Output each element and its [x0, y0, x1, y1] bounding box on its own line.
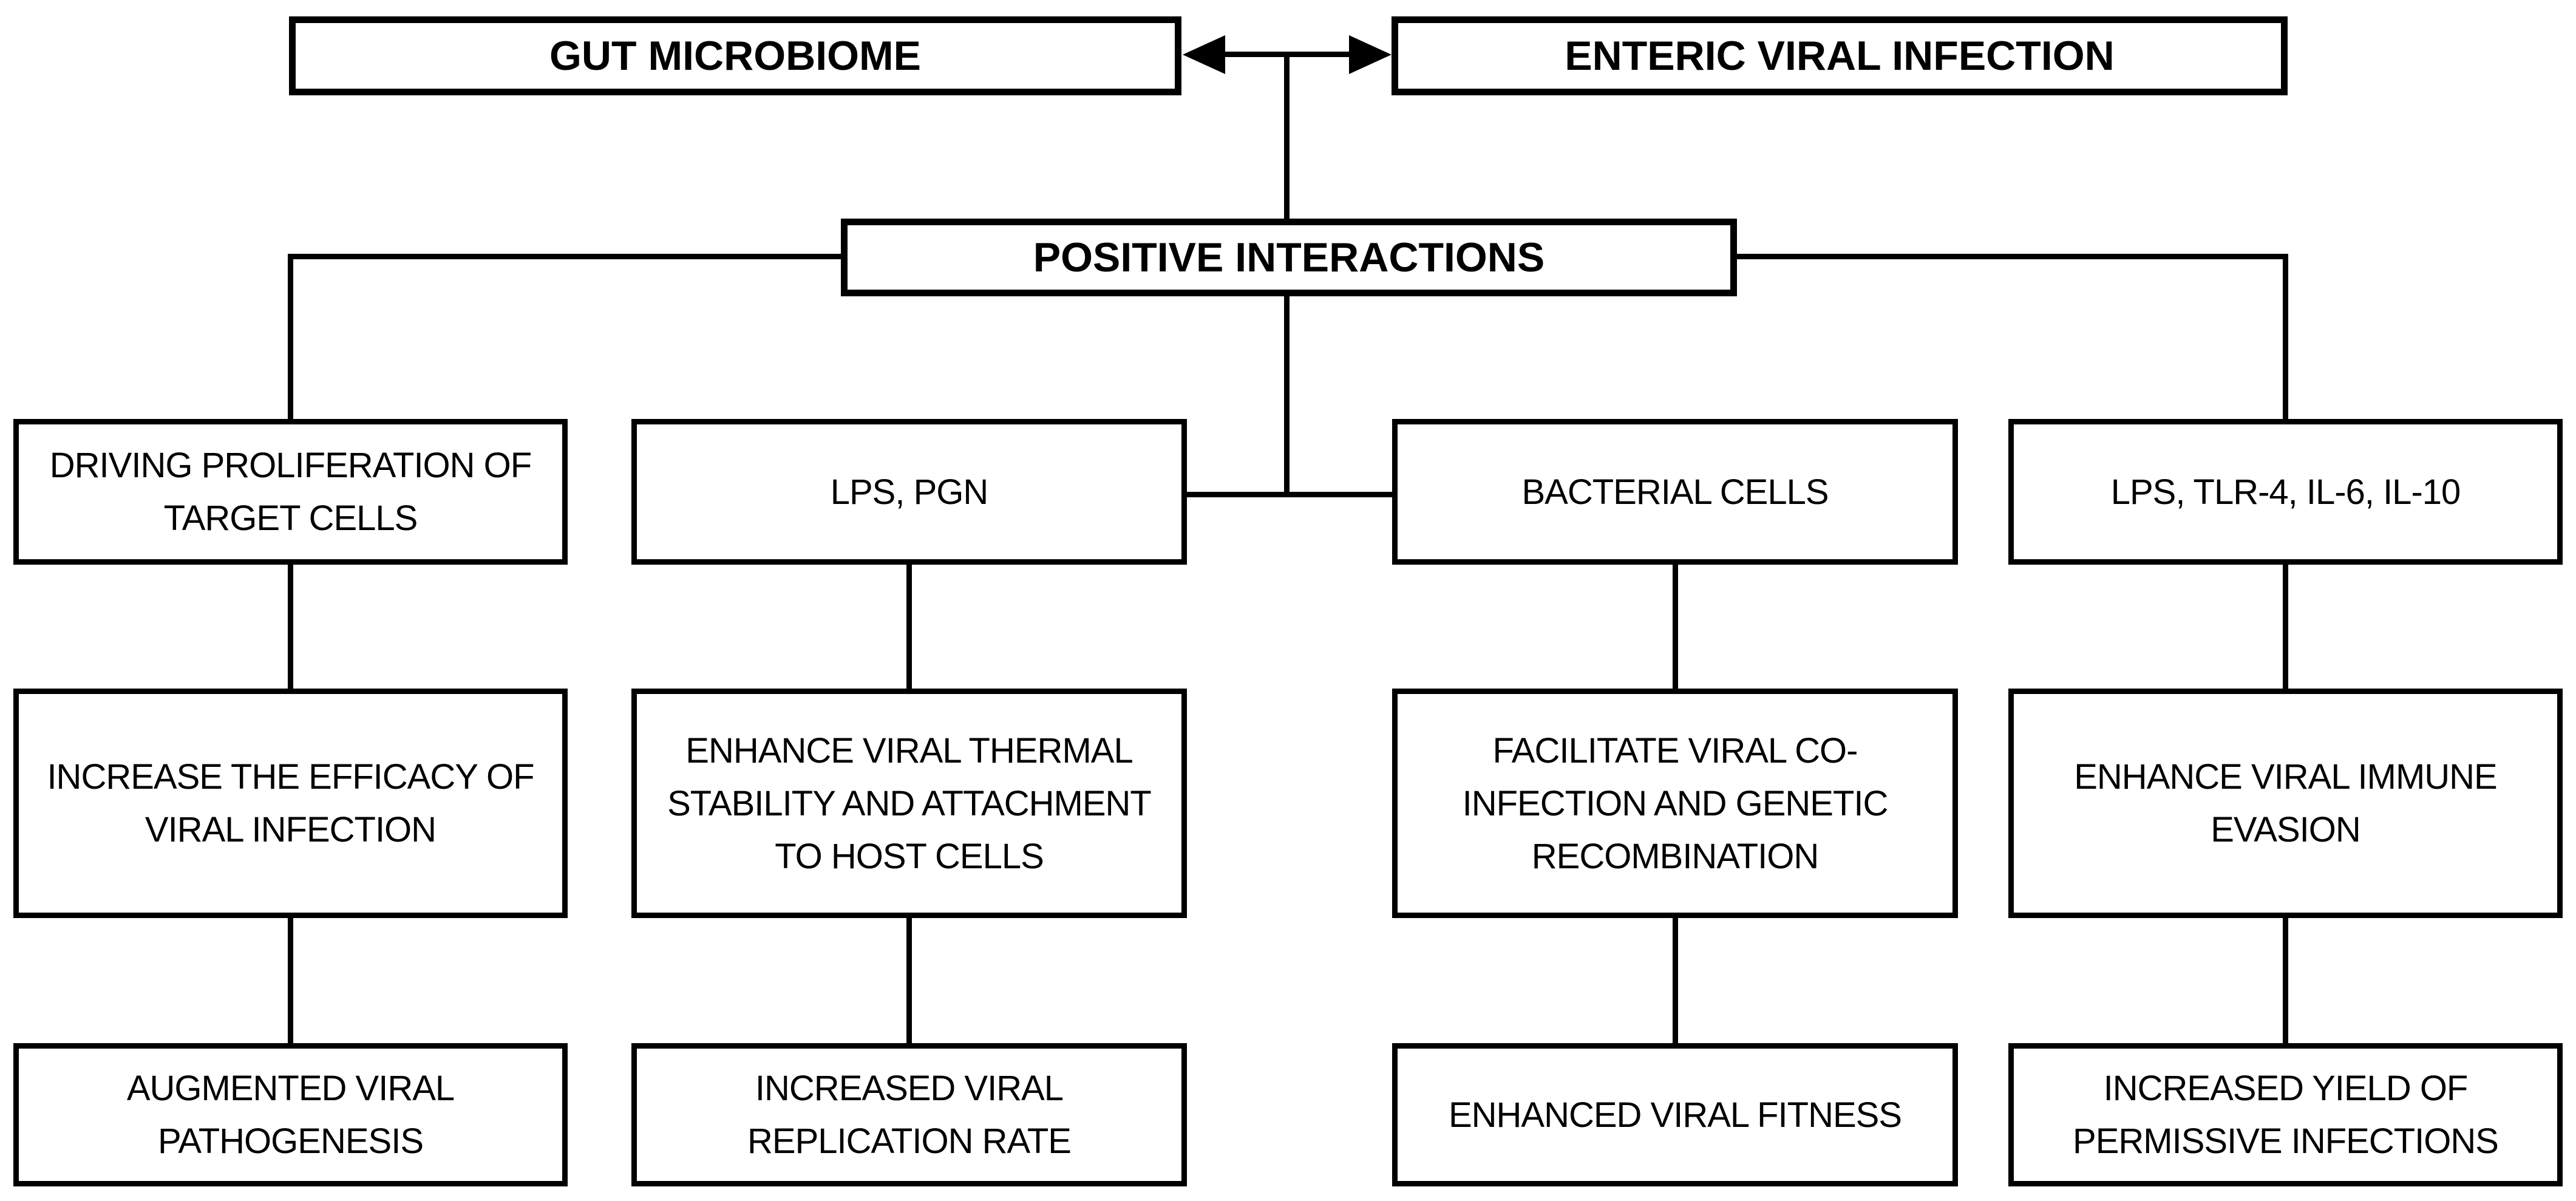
arrowhead-left-icon — [1183, 35, 1225, 74]
box-gut-microbiome: GUT MICROBIOME — [289, 16, 1181, 95]
connector-right-horizontal — [1736, 254, 2286, 259]
arrowhead-right-icon — [1349, 35, 1392, 74]
connector-right-vertical — [2283, 254, 2288, 421]
connector-left-horizontal — [293, 254, 842, 259]
box-col3-mediator: BACTERIAL CELLS — [1392, 419, 1958, 565]
connector-col2-effect-outcome — [906, 917, 912, 1046]
col3-outcome-label: ENHANCED VIRAL FITNESS — [1448, 1095, 1902, 1135]
box-col1-outcome: AUGMENTED VIRAL PATHOGENESIS — [13, 1043, 568, 1186]
col2-effect-label: ENHANCE VIRAL THERMAL STABILITY AND ATTA… — [667, 730, 1152, 876]
box-col1-effect: INCREASE THE EFFICACY OF VIRAL INFECTION — [13, 689, 568, 918]
box-enteric-viral-infection: ENTERIC VIRAL INFECTION — [1392, 16, 2288, 95]
gut-microbiome-label: GUT MICROBIOME — [549, 33, 921, 79]
connector-col4-effect-outcome — [2283, 917, 2288, 1046]
col4-mediator-label: LPS, TLR-4, IL-6, IL-10 — [2110, 472, 2461, 512]
col3-effect-label: FACILITATE VIRAL CO-INFECTION AND GENETI… — [1462, 730, 1889, 876]
box-col2-outcome: INCREASED VIRAL REPLICATION RATE — [631, 1043, 1187, 1186]
box-col4-effect: ENHANCE VIRAL IMMUNE EVASION — [2008, 689, 2563, 918]
col4-effect-label: ENHANCE VIRAL IMMUNE EVASION — [2074, 757, 2498, 849]
connector-col3-effect-outcome — [1673, 917, 1678, 1046]
col4-outcome-label: INCREASED YIELD OF PERMISSIVE INFECTIONS — [2073, 1069, 2499, 1161]
box-positive-interactions: POSITIVE INTERACTIONS — [841, 219, 1737, 296]
box-col2-mediator: LPS, PGN — [631, 419, 1187, 565]
box-col1-mediator: DRIVING PROLIFERATION OF TARGET CELLS — [13, 419, 568, 565]
box-col3-outcome: ENHANCED VIRAL FITNESS — [1392, 1043, 1958, 1186]
box-col3-effect: FACILITATE VIRAL CO-INFECTION AND GENETI… — [1392, 689, 1958, 918]
connector-col2-mediator-effect — [906, 563, 912, 690]
col2-mediator-label: LPS, PGN — [830, 472, 989, 512]
connector-col1-effect-outcome — [288, 917, 293, 1046]
connector-col4-mediator-effect — [2283, 563, 2288, 690]
col1-mediator-label: DRIVING PROLIFERATION OF TARGET CELLS — [49, 446, 532, 538]
connector-left-vertical — [288, 254, 293, 421]
connector-center-vertical — [1284, 295, 1290, 495]
col3-mediator-label: BACTERIAL CELLS — [1521, 472, 1829, 512]
connector-col1-mediator-effect — [288, 563, 293, 690]
box-col2-effect: ENHANCE VIRAL THERMAL STABILITY AND ATTA… — [631, 689, 1187, 918]
positive-interactions-label: POSITIVE INTERACTIONS — [1033, 234, 1545, 281]
enteric-viral-infection-label: ENTERIC VIRAL INFECTION — [1565, 33, 2115, 79]
connector-center-horizontal — [1186, 492, 1393, 497]
connector-col3-mediator-effect — [1673, 563, 1678, 690]
connector-arrow-to-positive-interactions — [1284, 52, 1290, 222]
col2-outcome-label: INCREASED VIRAL REPLICATION RATE — [747, 1069, 1072, 1161]
col1-effect-label: INCREASE THE EFFICACY OF VIRAL INFECTION — [47, 757, 534, 849]
box-col4-mediator: LPS, TLR-4, IL-6, IL-10 — [2008, 419, 2563, 565]
col1-outcome-label: AUGMENTED VIRAL PATHOGENESIS — [126, 1069, 455, 1161]
box-col4-outcome: INCREASED YIELD OF PERMISSIVE INFECTIONS — [2008, 1043, 2563, 1186]
